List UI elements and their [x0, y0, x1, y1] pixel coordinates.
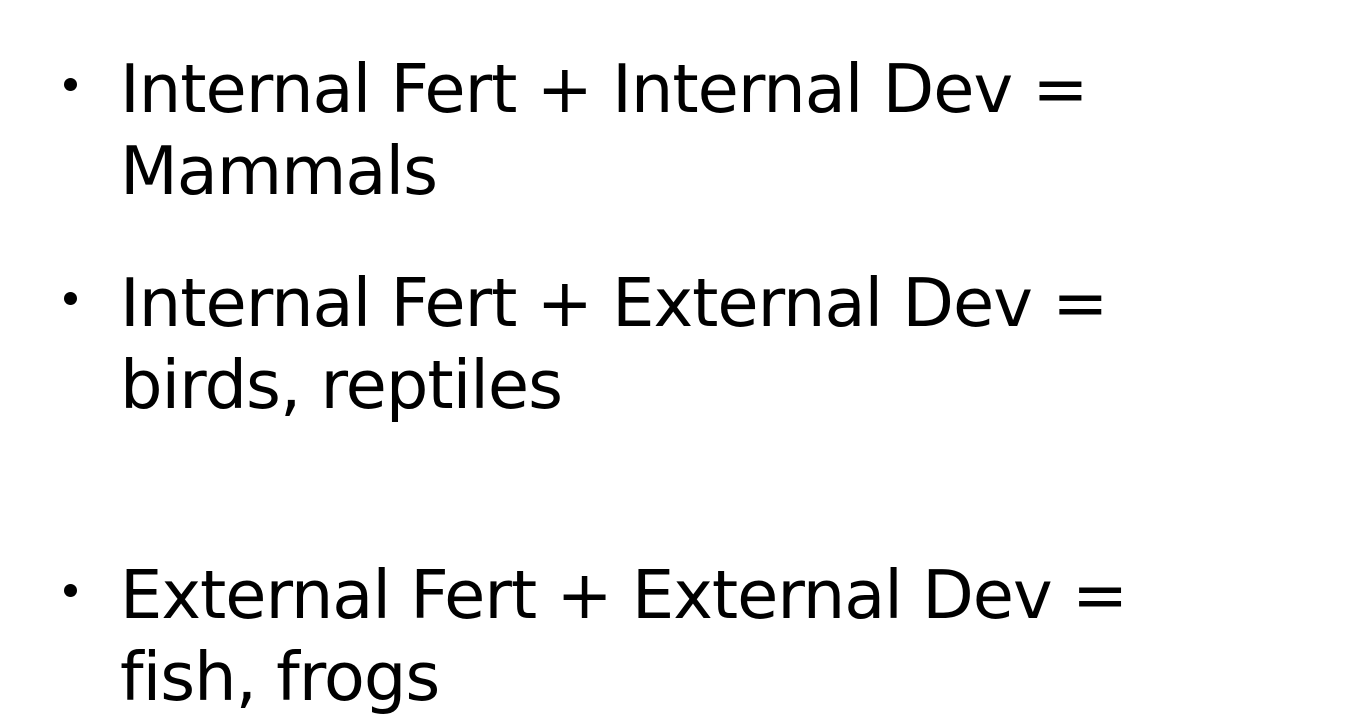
bullet-text: Internal Fert + External Dev = birds, re…	[120, 264, 1108, 424]
bullet-dot-icon	[64, 584, 77, 597]
bullet-text: External Fert + External Dev = fish, fro…	[120, 556, 1128, 716]
bullet-dot-icon	[64, 292, 77, 305]
bullet-dot-icon	[64, 78, 77, 91]
bullet-text: Internal Fert + Internal Dev = Mammals	[120, 50, 1089, 210]
